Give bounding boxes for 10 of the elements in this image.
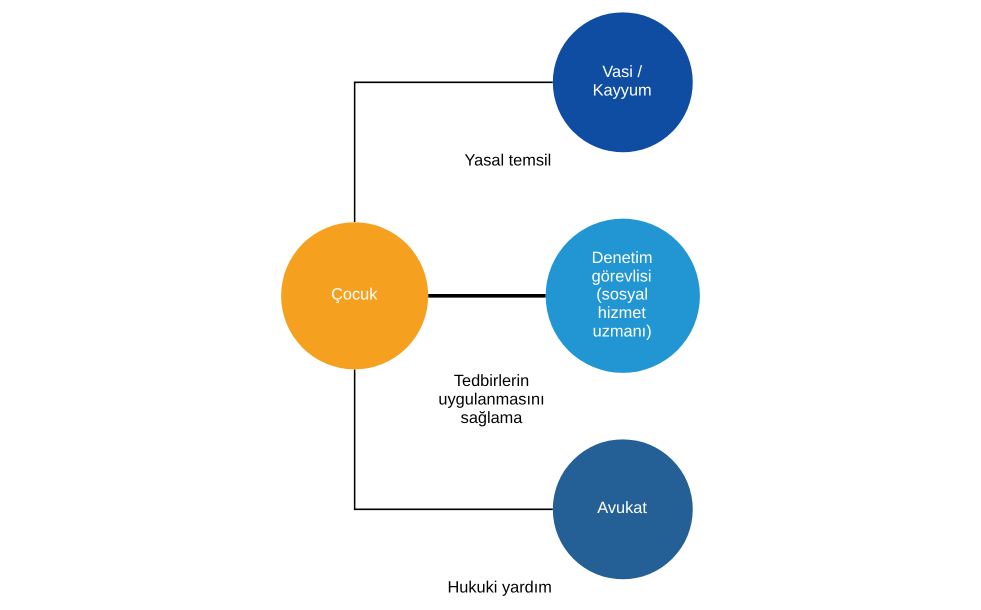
node-label: Yasal temsil (464, 151, 552, 170)
node-label: Hukuki yardım (448, 578, 552, 596)
node-circle: Denetim görevlisi (sosyal hizmet uzmanı) (546, 218, 700, 373)
connector (428, 294, 546, 298)
connector (354, 82, 553, 222)
node-circle: Avukat (552, 439, 693, 580)
node-label: Tedbirlerin uygulanmasını sağlama (438, 372, 545, 427)
node-circle: Çocuk (281, 222, 428, 370)
node-circle: Vasi / Kayyum (552, 12, 693, 152)
connector (354, 370, 553, 510)
